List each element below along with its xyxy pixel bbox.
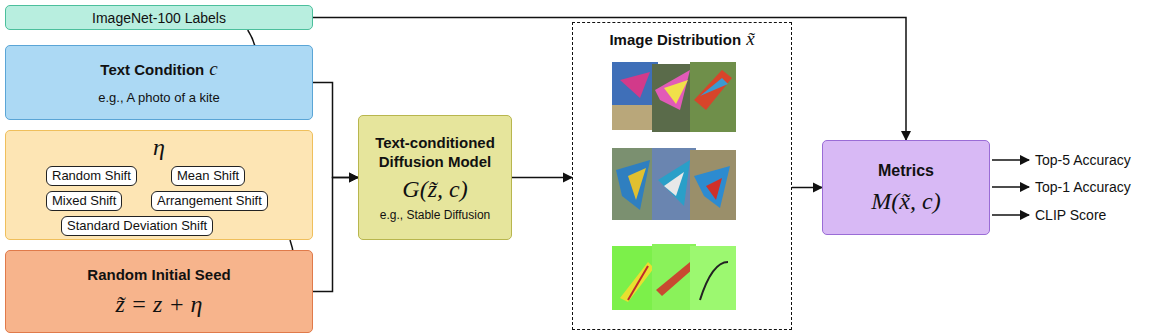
node-text: e.g., Stable Diffusion [380, 207, 491, 223]
shift-pill: Standard Deviation Shift [61, 216, 213, 236]
node-heading: Standard Deviation Shift [67, 218, 207, 234]
shift-pill: Arrangement Shift [151, 191, 268, 211]
node-text: e.g., A photo of a kite [98, 89, 219, 106]
text-row: Random Shift [52, 168, 131, 184]
output-arrows [992, 160, 1029, 215]
text-row: Mixed Shift [52, 193, 116, 209]
metric-output-label: Top-1 Accuracy [1035, 178, 1131, 196]
node-heading: Image Distribution [609, 30, 741, 49]
node-heading: Arrangement Shift [157, 193, 262, 209]
node-heading: Text Condition [100, 60, 204, 79]
node-heading: ImageNet-100 Labels [92, 9, 226, 27]
text-row: Arrangement Shift [157, 193, 262, 209]
kite-images [612, 62, 736, 310]
connector-arrow [313, 178, 358, 292]
text-row: Standard Deviation Shift [67, 218, 207, 234]
text-condition-box: Text Condition c e.g., A photo of a kite [5, 45, 313, 120]
text-row: Text Condition c [100, 59, 217, 79]
node-heading: Mixed Shift [52, 193, 116, 209]
text-row: z̃ = z + η [116, 290, 203, 318]
node-text: G(z̃, c) [402, 175, 467, 203]
node-heading: Mean Shift [177, 168, 239, 184]
diffusion-model-box: Text-conditioned Diffusion ModelG(z̃, c)… [358, 115, 512, 240]
text-row: Image Distribution x̃ [609, 29, 754, 49]
image-distribution-box: Image Distribution x̃ [572, 22, 792, 330]
node-text: x̃ [746, 29, 754, 49]
node-text: c [209, 59, 217, 79]
node-text: M(x̃, c) [871, 187, 940, 215]
node-heading: Random Shift [52, 168, 131, 184]
metrics-box: MetricsM(x̃, c) [822, 140, 990, 235]
shift-pill: Random Shift [46, 166, 137, 186]
text-row: Text-conditioned Diffusion Model [367, 133, 503, 171]
node-heading: Text-conditioned Diffusion Model [367, 133, 503, 171]
metric-output-label: CLIP Score [1035, 206, 1106, 224]
text-row: M(x̃, c) [871, 187, 940, 215]
text-row: Metrics [878, 161, 934, 181]
connector-arrow [313, 83, 358, 178]
node-heading: η [153, 133, 165, 161]
text-row: ImageNet-100 Labels [92, 9, 226, 27]
node-heading: Random Initial Seed [87, 265, 230, 284]
node-heading: Metrics [878, 161, 934, 181]
seed-box: Random Initial Seed z̃ = z + η [5, 250, 313, 333]
text-row: G(z̃, c) [402, 175, 467, 203]
connector-arrow [792, 187, 822, 189]
connector-arrow [512, 177, 572, 179]
text-row: Random Initial Seed [87, 265, 230, 284]
noise-shift-box: ηRandom Shift Mean ShiftMixed Shift Arrang… [5, 130, 313, 240]
metric-output-label: Top-5 Accuracy [1035, 151, 1131, 169]
text-row: e.g., Stable Diffusion [380, 207, 491, 223]
shift-pill: Mixed Shift [46, 191, 122, 211]
shift-pill: Mean Shift [171, 166, 245, 186]
text-row: η [153, 133, 165, 161]
label-source-box: ImageNet-100 Labels [5, 5, 313, 30]
text-row: Mean Shift [177, 168, 239, 184]
text-row: e.g., A photo of a kite [98, 89, 219, 106]
node-text: z̃ = z + η [116, 290, 203, 318]
